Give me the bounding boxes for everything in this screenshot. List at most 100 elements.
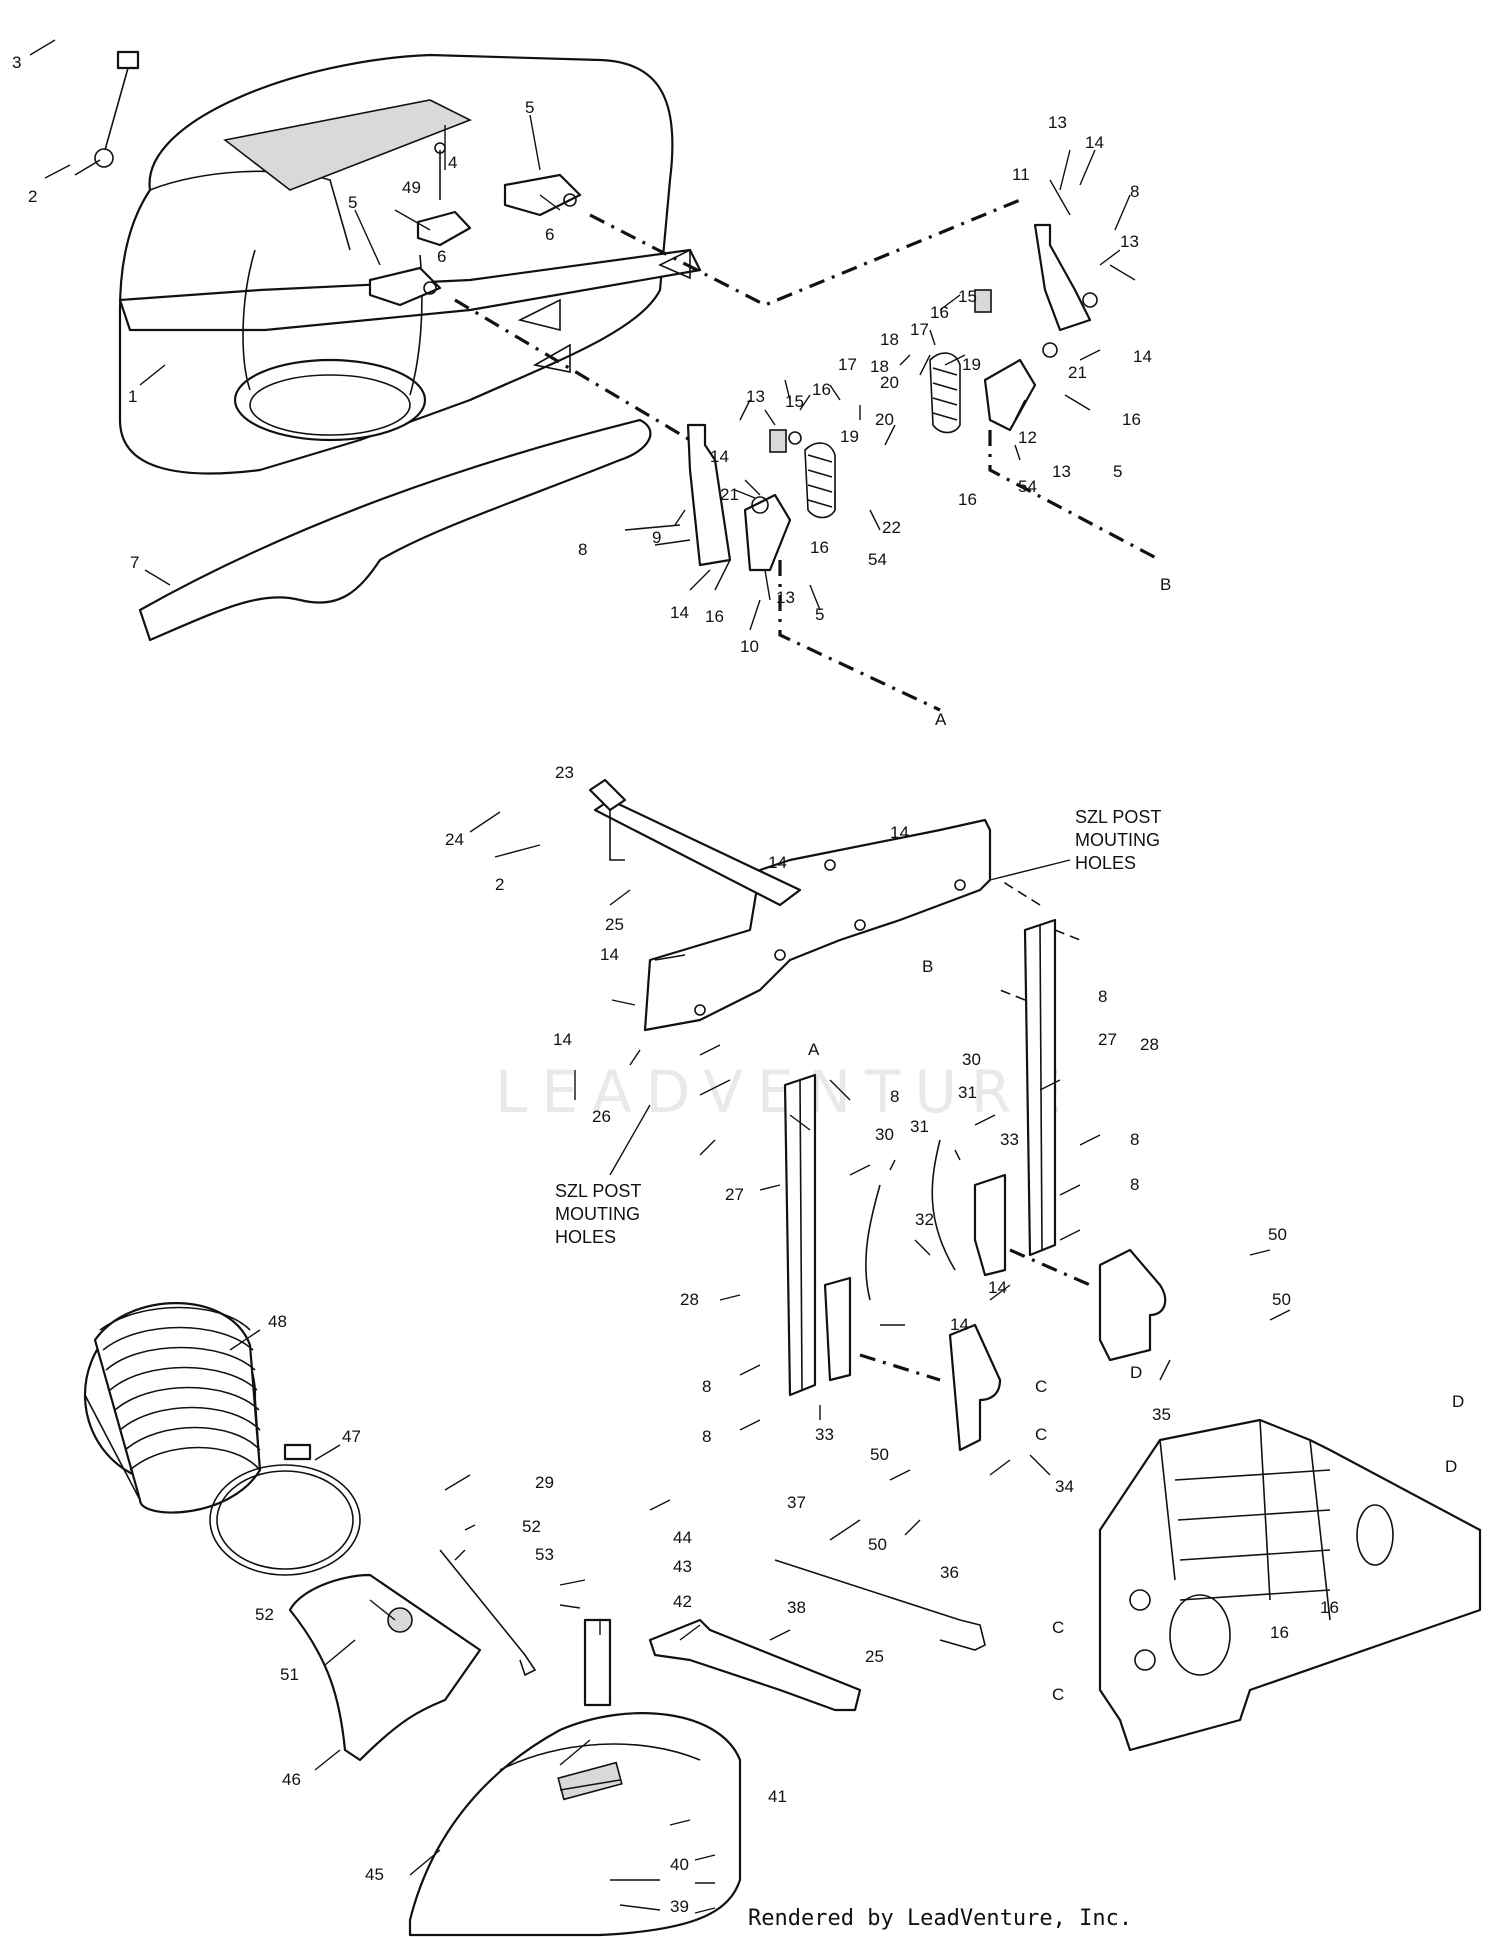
callout-52a: 52 [522,1517,541,1536]
cable-left [865,1184,881,1301]
ref-b-mid: B [922,957,933,976]
callout-14b: 14 [1133,347,1152,366]
callout-25a: 25 [605,915,624,934]
callout-25b: 25 [865,1647,884,1666]
callout-5d: 5 [815,605,824,624]
callout-16e: 16 [705,607,724,626]
adapter-knob [387,1607,413,1633]
callout-14c: 14 [710,447,729,466]
ref-line-a [454,298,941,712]
callout-30a: 30 [962,1050,981,1069]
callout-15a: 15 [958,287,977,306]
callout-33a: 33 [1000,1130,1019,1149]
callout-42: 42 [673,1592,692,1611]
szl-note-lower: SZL POST MOUTING HOLES [555,1104,651,1247]
left-lift-bracket [624,423,836,572]
callout-46: 46 [282,1770,301,1789]
callout-16d: 16 [812,380,831,399]
callout-13d: 13 [746,387,765,406]
callout-45: 45 [365,1865,384,1884]
flexible-hose [83,1302,262,1514]
ref-c-1: C [1035,1377,1047,1396]
callout-28b: 28 [680,1290,699,1309]
callout-16c: 16 [930,303,949,322]
callout-29: 29 [535,1473,554,1492]
callout-49: 49 [402,178,421,197]
cable-right [931,1139,956,1271]
callout-13c: 13 [1052,462,1071,481]
plate-35 [1098,1248,1167,1362]
ref-d-1: D [1452,1392,1464,1411]
callout-4: 4 [448,153,457,172]
callout-13b: 13 [1120,232,1139,251]
bracket-42 [583,1618,612,1707]
callout-18b: 18 [870,357,889,376]
callout-21b: 21 [720,485,739,504]
callout-20a: 20 [880,373,899,392]
callout-54a: 54 [1018,477,1037,496]
callout-5c: 5 [1113,462,1122,481]
callout-31a: 31 [958,1083,977,1102]
watermark: LEADVENTURE [495,1058,1076,1126]
hose-adapter [288,1573,482,1762]
callout-14g: 14 [600,945,619,964]
callout-17a: 17 [910,320,929,339]
szl-note-lower-line1: SZL POST [555,1181,641,1201]
hose-clamp [209,1443,361,1576]
szl-note-upper-line1: SZL POST [1075,807,1161,827]
weight-frame [1098,1418,1482,1752]
callout-23: 23 [555,763,574,782]
ref-c-4: C [1052,1685,1064,1704]
callout-14h: 14 [553,1030,572,1049]
szl-note-lower-line3: HOLES [555,1227,616,1247]
callout-5b: 5 [348,193,357,212]
szl-note-upper-line3: HOLES [1075,853,1136,873]
callout-47: 47 [342,1427,361,1446]
callout-31b: 31 [910,1117,929,1136]
ref-c-2: C [1035,1425,1047,1444]
callout-20b: 20 [875,410,894,429]
callout-14f: 14 [768,853,787,872]
callout-40: 40 [670,1855,689,1874]
callout-24: 24 [445,830,464,849]
ref-line-d [1009,1248,1091,1287]
callout-43: 43 [673,1557,692,1576]
callout-30b: 30 [875,1125,894,1144]
callout-8b: 8 [578,540,587,559]
ref-a-mid: A [808,1040,820,1059]
callout-48: 48 [268,1312,287,1331]
callout-14d: 14 [670,603,689,622]
callout-37: 37 [787,1493,806,1512]
callout-52b: 52 [255,1605,274,1624]
callout-54b: 54 [868,550,887,569]
callout-3: 3 [12,53,21,72]
callout-12: 12 [1018,428,1037,447]
right-lift-bracket [929,223,1098,434]
callout-17b: 17 [838,355,857,374]
callout-2: 2 [28,187,37,206]
callout-14j: 14 [950,1315,969,1334]
callout-8a: 8 [1130,182,1139,201]
support-arm [648,1618,862,1712]
vertical-posts [783,879,1081,1397]
rod-53 [439,1549,537,1677]
callout-8f: 8 [1130,1175,1139,1194]
callout-8h: 8 [702,1427,711,1446]
callout-36: 36 [940,1563,959,1582]
callout-8c: 8 [1098,987,1107,1006]
callout-2b: 2 [495,875,504,894]
callout-5a: 5 [525,98,534,117]
callout-50c: 50 [1272,1290,1291,1309]
callout-14i: 14 [988,1278,1007,1297]
callout-28a: 28 [1140,1035,1159,1054]
callout-53: 53 [535,1545,554,1564]
ref-d-mid: D [1130,1363,1142,1382]
link-rod [74,50,140,176]
callout-50b: 50 [1268,1225,1287,1244]
hood-brackets [368,142,582,307]
callout-38: 38 [787,1598,806,1617]
callout-14a: 14 [1085,133,1104,152]
callout-16a: 16 [1122,410,1141,429]
callout-44: 44 [673,1528,692,1547]
callout-14e: 14 [890,823,909,842]
